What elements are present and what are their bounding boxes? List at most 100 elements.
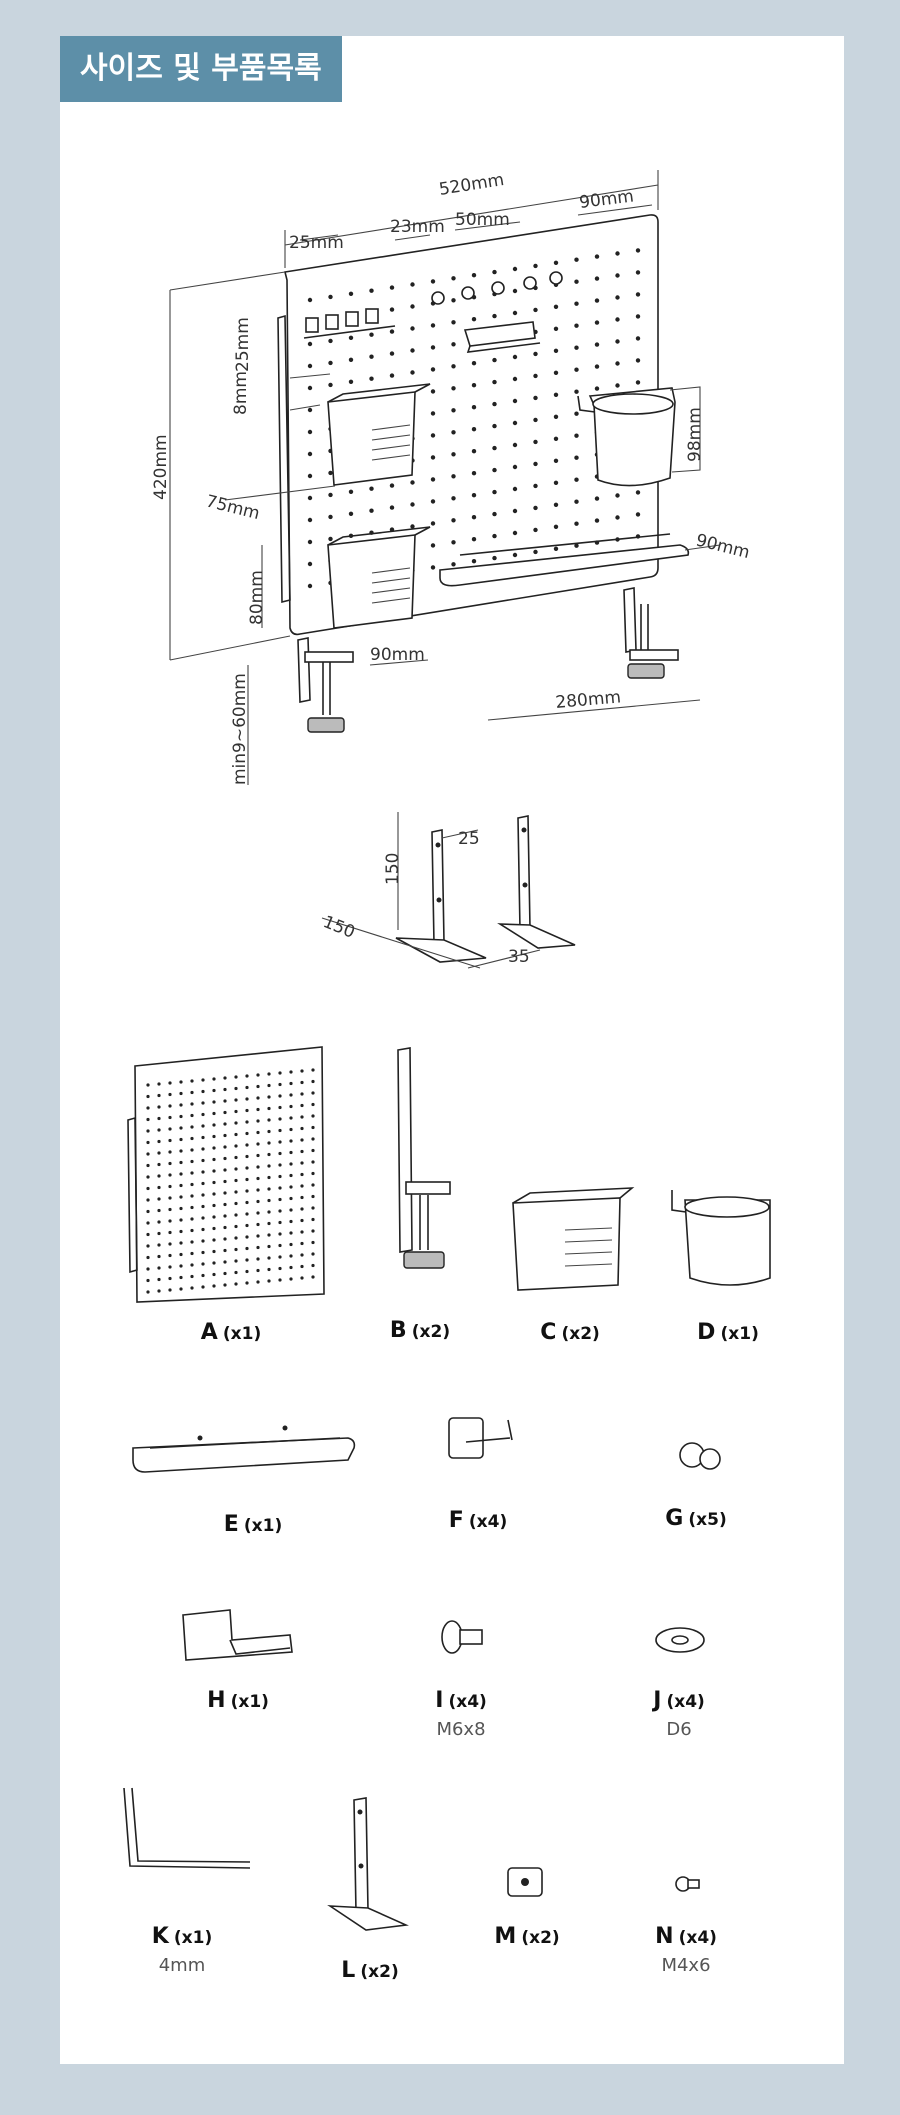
peg-hole — [190, 1079, 194, 1083]
peg-hole — [278, 1105, 282, 1110]
peg-hole — [278, 1266, 282, 1271]
peg-hole — [256, 1153, 260, 1158]
peg-hole — [289, 1185, 293, 1189]
peg-hole — [289, 1277, 293, 1281]
peg-hole — [245, 1097, 249, 1101]
peg-hole — [190, 1113, 194, 1118]
peg-hole — [245, 1269, 249, 1274]
peg-hole — [234, 1086, 238, 1091]
peg-hole — [574, 455, 579, 460]
peg-hole — [430, 543, 436, 548]
peg-hole — [234, 1190, 238, 1194]
peg-hole — [615, 251, 620, 256]
peg-hole — [223, 1076, 227, 1080]
clamp-right — [623, 587, 679, 679]
part-e-shelf-icon — [132, 1425, 356, 1473]
bracket-width: 25 — [458, 829, 480, 849]
peg-hole — [245, 1143, 249, 1147]
peg-hole — [256, 1234, 260, 1238]
peg-hole — [635, 358, 641, 363]
peg-hole — [430, 345, 436, 350]
peg-hole — [348, 379, 354, 384]
peg-hole — [594, 298, 600, 303]
peg-hole — [212, 1238, 216, 1242]
peg-hole — [311, 1114, 315, 1118]
peg-hole — [289, 1150, 293, 1155]
peg-hole — [245, 1212, 249, 1216]
peg-hole — [594, 276, 600, 281]
peg-hole — [267, 1129, 271, 1134]
peg-hole — [311, 1079, 315, 1084]
peg-hole — [146, 1221, 150, 1225]
peg-hole — [574, 477, 579, 482]
peg-hole — [553, 524, 559, 529]
peg-hole — [410, 326, 415, 331]
peg-hole — [553, 502, 559, 507]
peg-hole — [615, 383, 620, 388]
peg-hole — [594, 320, 600, 325]
peg-hole — [300, 1069, 304, 1073]
peg-hole — [328, 470, 333, 476]
peg-hole — [289, 1208, 293, 1212]
peg-hole — [190, 1251, 194, 1256]
peg-hole — [430, 433, 436, 438]
peg-hole — [201, 1216, 205, 1220]
peg-hole — [190, 1136, 194, 1141]
peg-hole — [256, 1073, 260, 1077]
peg-hole — [328, 536, 333, 542]
peg-hole — [201, 1239, 205, 1243]
peg-hole — [234, 1121, 238, 1125]
peg-hole — [234, 1259, 238, 1263]
peg-hole — [256, 1176, 260, 1181]
peg-hole — [574, 345, 579, 350]
peg-hole — [146, 1255, 150, 1260]
peg-hole — [311, 1160, 315, 1164]
peg-hole — [410, 524, 415, 529]
peg-hole — [471, 537, 477, 542]
peg-hole — [223, 1237, 227, 1241]
peg-hole — [389, 483, 395, 488]
peg-hole — [146, 1209, 150, 1214]
peg-hole — [289, 1081, 293, 1086]
peg-hole — [245, 1200, 249, 1205]
peg-hole — [451, 320, 456, 325]
peg-hole — [256, 1268, 260, 1273]
peg-hole — [212, 1192, 216, 1196]
peg-hole — [212, 1261, 216, 1265]
peg-hole — [256, 1130, 260, 1135]
peg-hole — [157, 1197, 161, 1201]
peg-hole — [278, 1151, 282, 1156]
peg-hole — [190, 1217, 194, 1221]
peg-hole — [157, 1231, 161, 1236]
peg-hole — [223, 1271, 227, 1276]
peg-hole — [328, 382, 333, 388]
peg-hole — [289, 1104, 293, 1109]
peg-hole — [533, 263, 538, 269]
peg-hole — [157, 1254, 161, 1259]
peg-hole — [574, 499, 579, 504]
peg-hole — [190, 1148, 194, 1152]
peg-hole — [234, 1109, 238, 1114]
peg-hole — [278, 1209, 282, 1213]
peg-hole — [168, 1081, 172, 1085]
peg-hole — [410, 282, 415, 287]
part-j-washer-icon — [655, 1627, 705, 1653]
peg-hole — [311, 1217, 315, 1222]
peg-hole — [311, 1240, 315, 1245]
peg-hole — [300, 1207, 304, 1211]
peg-hole — [574, 257, 579, 262]
peg-hole — [157, 1266, 161, 1270]
peg-hole — [512, 266, 518, 272]
peg-hole — [430, 477, 436, 482]
peg-hole — [256, 1119, 260, 1123]
peg-hole — [223, 1214, 227, 1218]
peg-hole — [553, 260, 559, 265]
peg-hole — [410, 304, 415, 309]
peg-hole — [146, 1083, 150, 1087]
peg-hole — [512, 376, 518, 382]
peg-hole — [212, 1077, 216, 1081]
peg-hole — [311, 1102, 315, 1107]
peg-hole — [179, 1275, 183, 1280]
part-a-label: A (x1) — [200, 1320, 262, 1345]
peg-hole — [430, 499, 436, 504]
